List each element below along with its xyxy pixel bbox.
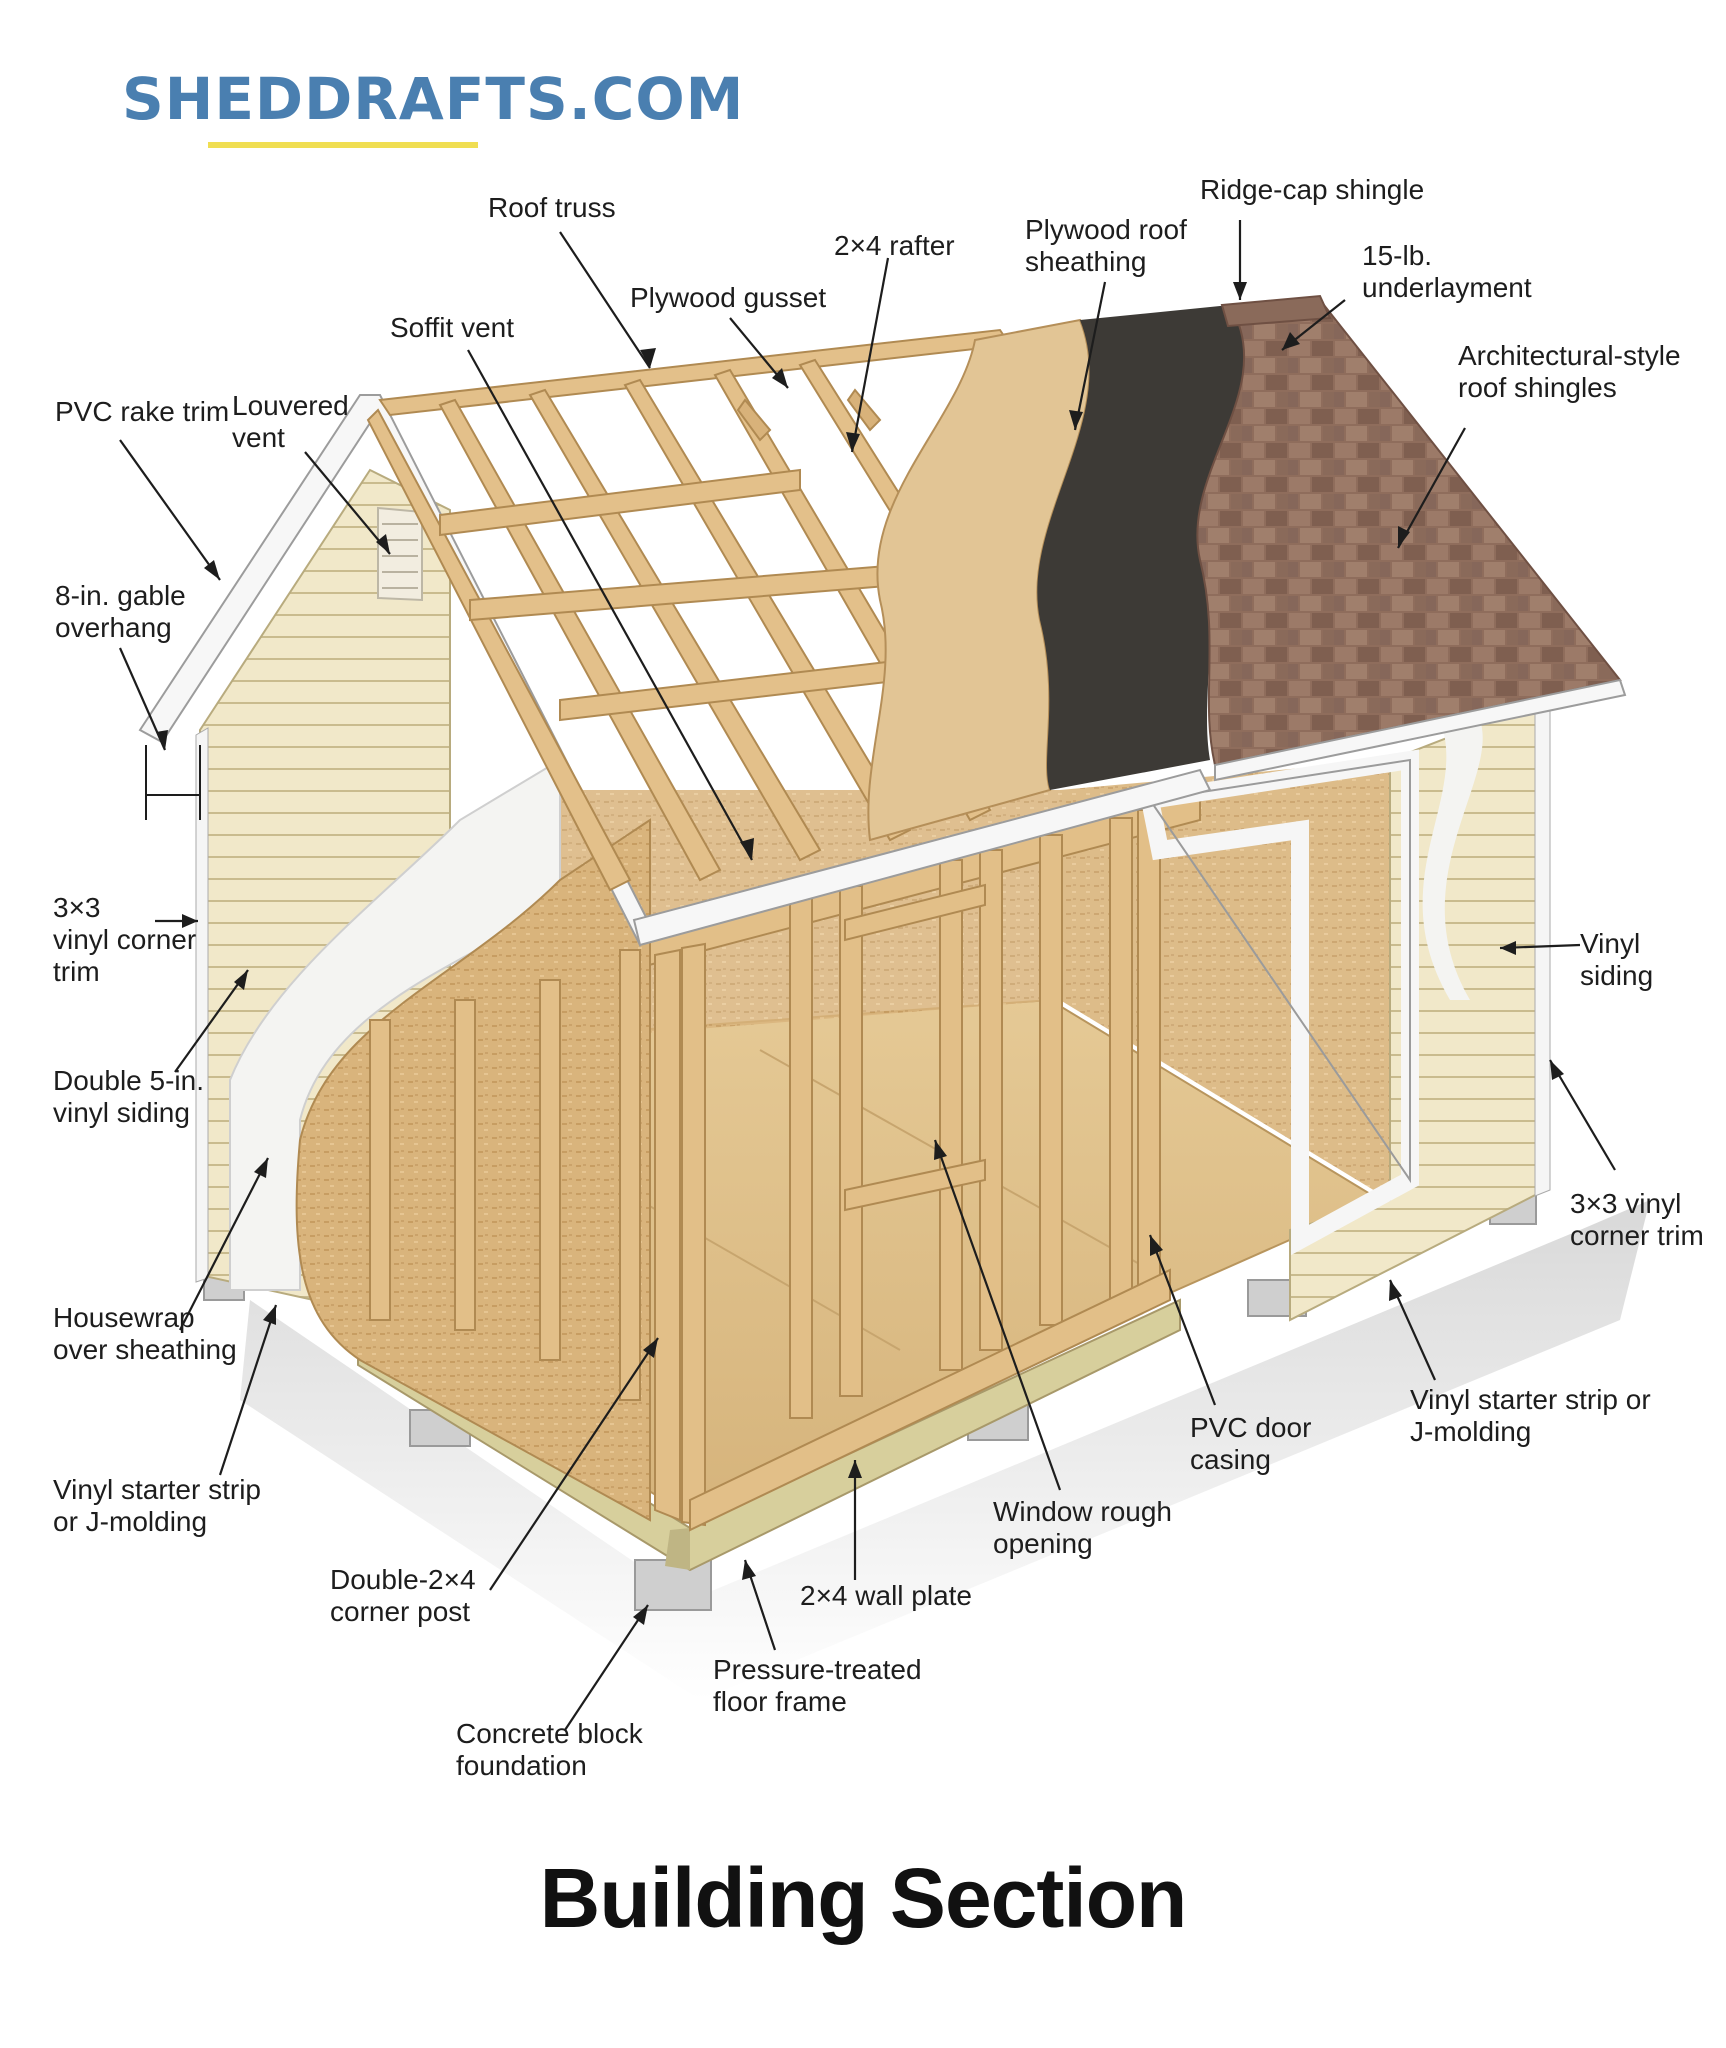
- overhang-dimension: [145, 745, 201, 820]
- label-pt-floor-frame: Pressure-treated floor frame: [713, 1654, 922, 1717]
- label-starter-strip-left: Vinyl starter strip or J-molding: [53, 1474, 261, 1537]
- label-double-corner-post: Double-2×4 corner post: [330, 1564, 476, 1627]
- label-wall-plate: 2×4 wall plate: [800, 1580, 973, 1611]
- label-corner-trim-left: 3×3 vinyl corner trim: [53, 892, 197, 987]
- logo-underline: [208, 142, 478, 148]
- label-pvc-door-casing: PVC door casing: [1190, 1412, 1312, 1475]
- label-double-vinyl-siding: Double 5-in. vinyl siding: [53, 1065, 204, 1128]
- front-wall-framing: [629, 788, 1201, 1532]
- label-housewrap: Housewrap over sheathing: [53, 1302, 237, 1365]
- label-louvered-vent: Louvered vent: [232, 390, 349, 453]
- leader-lines: [118, 220, 1616, 1731]
- label-gable-overhang: 8-in. gable overhang: [55, 580, 186, 643]
- label-soffit-vent: Soffit vent: [390, 312, 515, 343]
- arrowheads: [156, 282, 1564, 1625]
- label-corner-trim-right: 3×3 vinyl corner trim: [1570, 1188, 1704, 1251]
- label-ridge-cap-shingle: Ridge-cap shingle: [1200, 174, 1425, 205]
- label-window-rough-opening: Window rough opening: [993, 1496, 1172, 1559]
- ground-shadow: [240, 1200, 1650, 1700]
- left-wall-studs: [369, 949, 641, 1401]
- roof-framing: [366, 328, 1012, 892]
- label-vinyl-siding-right: Vinyl siding: [1580, 928, 1654, 991]
- roof-underlayment: [1037, 305, 1245, 790]
- label-2x4-rafter: 2×4 rafter: [834, 230, 955, 261]
- label-starter-strip-right: Vinyl starter strip or J-molding: [1410, 1384, 1651, 1447]
- label-plywood-roof-sheathing: Plywood roof sheathing: [1025, 214, 1187, 277]
- label-roof-truss: Roof truss: [488, 192, 616, 223]
- rake-trim: [138, 394, 1212, 948]
- label-pvc-rake-trim: PVC rake trim: [55, 396, 230, 427]
- diagram-title: Building Section: [539, 1851, 1188, 1945]
- label-concrete-block-foundation: Concrete block foundation: [456, 1718, 643, 1781]
- door-opening: [1139, 749, 1419, 1256]
- site-logo: SHEDDRAFTS.COM: [122, 65, 745, 133]
- label-plywood-gusset: Plywood gusset: [630, 282, 827, 313]
- label-underlayment: 15-lb. underlayment: [1362, 240, 1532, 303]
- label-architectural-shingles: Architectural-style roof shingles: [1458, 340, 1681, 403]
